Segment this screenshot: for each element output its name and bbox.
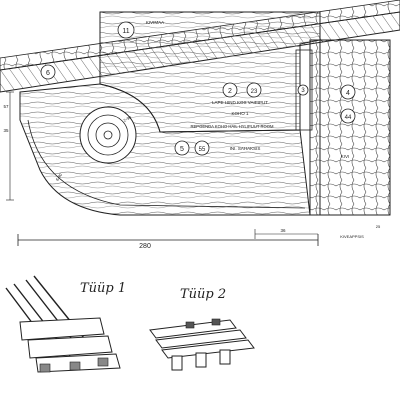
marker-5: 5 bbox=[174, 140, 190, 156]
top-band-note: KIVIMAA bbox=[146, 20, 164, 25]
marker-55-label: 55 bbox=[199, 147, 206, 153]
marker-2-label: 2 bbox=[228, 88, 232, 95]
side-note: KIVI bbox=[341, 154, 350, 159]
sketch-type-1: Tüüp 1 bbox=[5, 275, 126, 373]
lower-note: INI. SAHAKSIS bbox=[230, 146, 261, 151]
deck-note-2: KOHO 1 bbox=[231, 111, 249, 116]
dimension-right-label: 36 bbox=[280, 228, 286, 233]
dimension-total: 280 bbox=[17, 234, 319, 250]
marker-6-label: 6 bbox=[46, 70, 50, 77]
marker-4: 4 bbox=[340, 84, 356, 100]
deck-note-1: LAPE HIND KOS VAIPIPUT bbox=[212, 100, 268, 105]
marker-4-label: 4 bbox=[346, 90, 350, 97]
marker-3: 3 bbox=[297, 84, 309, 96]
marker-6: 6 bbox=[40, 64, 56, 80]
dimension-left-mid-label: 35 bbox=[3, 128, 9, 133]
marker-55: 55 bbox=[194, 140, 210, 156]
ramp-dimension-b: 2-90 bbox=[123, 114, 133, 123]
dimension-total-label: 280 bbox=[139, 243, 151, 250]
marker-2: 2 bbox=[222, 82, 238, 98]
marker-11: 11 bbox=[117, 21, 135, 39]
marker-3-label: 3 bbox=[301, 88, 305, 94]
dimension-small-right: 25 bbox=[376, 224, 381, 229]
type2-label: Tüüp 2 bbox=[180, 287, 226, 302]
round-feature bbox=[79, 106, 137, 164]
marker-5-label: 5 bbox=[180, 146, 184, 153]
marker-23: 23 bbox=[246, 82, 262, 98]
marker-23-label: 23 bbox=[251, 89, 258, 95]
corner-label: KIVEAPPSIS bbox=[340, 234, 364, 239]
dimension-right: 36 bbox=[254, 228, 318, 239]
right-block bbox=[295, 39, 391, 216]
dimension-left-top-label: 57 bbox=[3, 104, 9, 109]
dimension-left: 57 35 bbox=[3, 91, 14, 201]
marker-44: 44 bbox=[340, 108, 356, 124]
sketch-type-2: Tüüp 2 bbox=[149, 287, 255, 371]
marker-11-label: 11 bbox=[122, 28, 129, 35]
type1-label: Tüüp 1 bbox=[80, 281, 126, 296]
ramp-dimension-a: 6-90 bbox=[54, 172, 63, 182]
deck-note-3: REPGENDA KOHO HAIL HYLIPUUT ROOM bbox=[190, 124, 274, 129]
marker-44-label: 44 bbox=[345, 115, 352, 121]
